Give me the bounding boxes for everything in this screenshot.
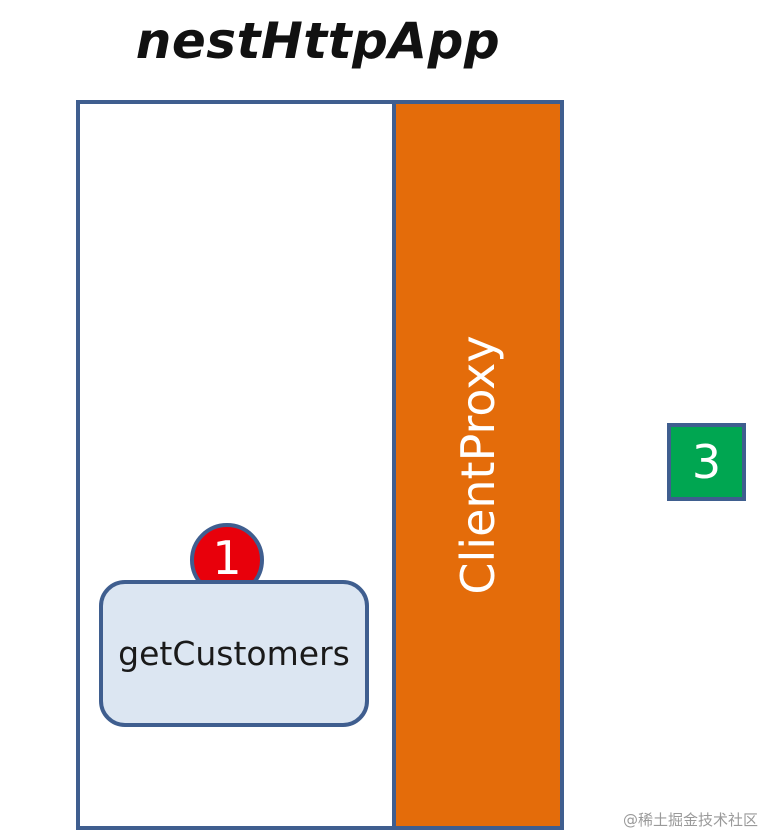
get-customers-label: getCustomers bbox=[118, 634, 350, 673]
get-customers-method-box: getCustomers bbox=[99, 580, 369, 727]
step-1-number: 1 bbox=[212, 531, 242, 585]
client-proxy-panel: ClientProxy bbox=[392, 104, 560, 826]
watermark: @稀土掘金技术社区 bbox=[622, 811, 758, 829]
app-title: nestHttpApp bbox=[135, 12, 501, 70]
step-3-badge: 3 bbox=[667, 423, 746, 501]
step-3-number: 3 bbox=[691, 435, 722, 489]
client-proxy-label: ClientProxy bbox=[451, 335, 505, 595]
